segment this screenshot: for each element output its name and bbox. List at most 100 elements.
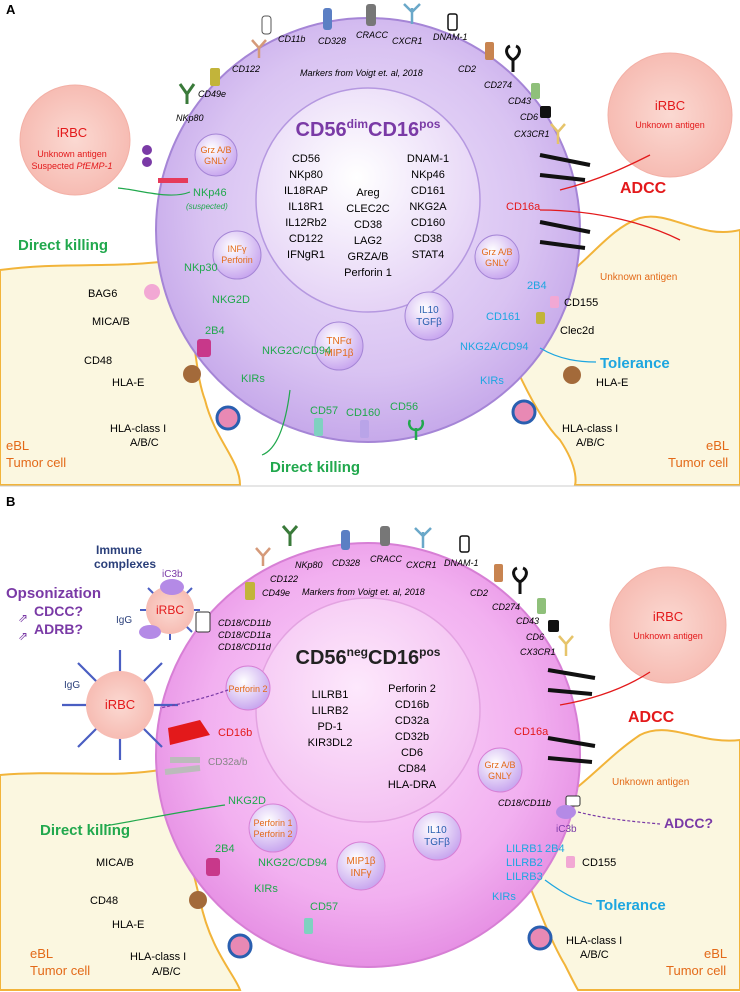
irbc-right-title-a: iRBC	[655, 98, 685, 113]
2b4-right-label-b: 2B4	[545, 843, 565, 855]
nucleus-a	[255, 87, 481, 313]
adcc-q-arrow	[577, 811, 661, 825]
irbc-top-b	[146, 586, 194, 634]
granule-text: Perforin 2	[253, 829, 292, 839]
2b4-label-a: 2B4	[205, 325, 225, 337]
direct-killing-label-b: Direct killing	[40, 822, 130, 839]
igg-label-top: IgG	[116, 615, 132, 626]
markers-right-a: DNAM-1 NKp46 CD161 NKG2A CD160 CD38 STAT…	[407, 153, 449, 261]
cd49e-label-a: CD49e	[198, 89, 226, 99]
marker: CLEC2C	[346, 203, 389, 215]
adcc-q-label: ADCC?	[664, 815, 713, 831]
cracc-label-a: CRACC	[356, 30, 389, 40]
marker: CD16b	[395, 699, 429, 711]
marker: LAG2	[354, 235, 382, 247]
adcc-arrow-b	[559, 671, 651, 706]
irbc-left-line2-a: Suspected PfEMP-1	[31, 161, 112, 171]
bag6-label-a: BAG6	[88, 288, 117, 300]
panel-a: A CD11b CD328 CRACC CXC	[0, 2, 740, 486]
marker: IL12Rb2	[285, 217, 327, 229]
arrow-glyph: ⇗	[18, 629, 28, 643]
cd16a-receptor2-icon-a	[539, 220, 591, 250]
hla-class-right-icon-b	[527, 925, 553, 951]
granule-tnf-a	[314, 321, 364, 371]
marker: IFNgR1	[287, 249, 325, 261]
cd122-label-a: CD122	[232, 64, 260, 74]
granule-text: INFγ	[228, 244, 247, 254]
irbc-bottom-label: iRBC	[105, 697, 135, 712]
cd43-label-b: CD43	[516, 616, 539, 626]
cracc-label-b: CRACC	[370, 554, 403, 564]
tolerance-label-a: Tolerance	[600, 355, 670, 372]
irbc-right-line1-b: Unknown antigen	[633, 631, 703, 641]
hla-abc-label-b: A/B/C	[152, 966, 181, 978]
cd6-icon	[540, 106, 551, 118]
cd328-icon	[323, 8, 332, 30]
panel-a-label: A	[6, 2, 16, 17]
cd161-icon-a	[536, 312, 545, 324]
cd274-label-a: CD274	[484, 80, 512, 90]
marker: IL18RAP	[284, 185, 328, 197]
hla-class-label-b: HLA-class I	[130, 951, 186, 963]
marker: STAT4	[412, 249, 445, 261]
2b4-right-icon-b	[566, 856, 575, 868]
cd11b-icon	[261, 15, 272, 35]
cd160-label-a: CD160	[346, 407, 380, 419]
marker: Perforin 2	[388, 683, 436, 695]
cxcr1-label-a: CXCR1	[392, 36, 423, 46]
cd56-icon-a	[408, 419, 424, 440]
surface-markers-b	[245, 525, 574, 656]
markers-note-b: Markers from Voigt et. al, 2018	[302, 587, 425, 597]
marker: CD38	[354, 219, 382, 231]
adcc-arrow-a	[559, 154, 651, 191]
cd6-label-b: CD6	[526, 632, 544, 642]
markers-right-b: Perforin 2 CD16b CD32a CD32b CD6 CD84 HL…	[388, 683, 437, 791]
nkp80-icon-b	[281, 525, 299, 546]
cxcr1-icon-b	[414, 527, 432, 548]
cracc-icon-b	[380, 526, 390, 546]
cxcr1-icon	[403, 3, 421, 24]
cd57-icon-a	[314, 418, 323, 436]
granule-grz-left-a	[194, 133, 238, 177]
perforin2-label-b: Perforin 2	[228, 684, 267, 694]
granule-text: MIP1β	[346, 856, 375, 867]
granule-grz-b	[477, 747, 523, 793]
marker: GRZA/B	[348, 251, 389, 263]
ebl-left-a: eBL	[6, 438, 29, 453]
cd57-label-a: CD57	[310, 405, 338, 417]
unknown-antigen-label-b: Unknown antigen	[612, 777, 689, 788]
dnam1-icon-b	[459, 535, 470, 553]
cd2-icon-b	[494, 564, 503, 582]
granule-text: GNLY	[485, 258, 509, 268]
marker: CD6	[401, 747, 423, 759]
cd43-icon-b	[537, 598, 546, 614]
nkp80-label-b: NKp80	[295, 560, 323, 570]
lilrb2-label: LILRB2	[506, 857, 543, 869]
nkg2c-label-b: NKG2C/CD94	[258, 857, 327, 869]
cd155-label-a: CD155	[564, 297, 598, 309]
hla-abc-right-label-b: A/B/C	[580, 949, 609, 961]
2b4-icon-a	[197, 339, 211, 357]
cd49e-icon	[210, 68, 220, 86]
cx3cr1-label-a: CX3CR1	[514, 129, 550, 139]
cd43-label-a: CD43	[508, 96, 531, 106]
cd122-icon-b	[255, 547, 271, 566]
hla-abc-label-a: A/B/C	[130, 437, 159, 449]
hla-e-right-icon-a	[563, 366, 581, 384]
marker: CD122	[289, 233, 323, 245]
pfemp1-icon	[142, 145, 152, 155]
irbc-left-title-a: iRBC	[57, 125, 87, 140]
dnam1-label-b: DNAM-1	[444, 558, 479, 568]
title-a: CD56dimCD16pos	[296, 117, 441, 141]
nucleus-b	[255, 597, 481, 823]
irbc-left-line1-a: Unknown antigen	[37, 149, 107, 159]
marker: Areg	[356, 187, 379, 199]
nkp80-label-a: NKp80	[176, 113, 204, 123]
cd16b-icon	[168, 720, 210, 745]
cd2-icon	[485, 42, 494, 60]
cd16a-receptor-icon-a	[539, 153, 591, 182]
hla-e-right-label-a: HLA-E	[596, 377, 628, 389]
surface-markers-a	[178, 3, 566, 144]
hla-class-right-label-b: HLA-class I	[566, 935, 622, 947]
